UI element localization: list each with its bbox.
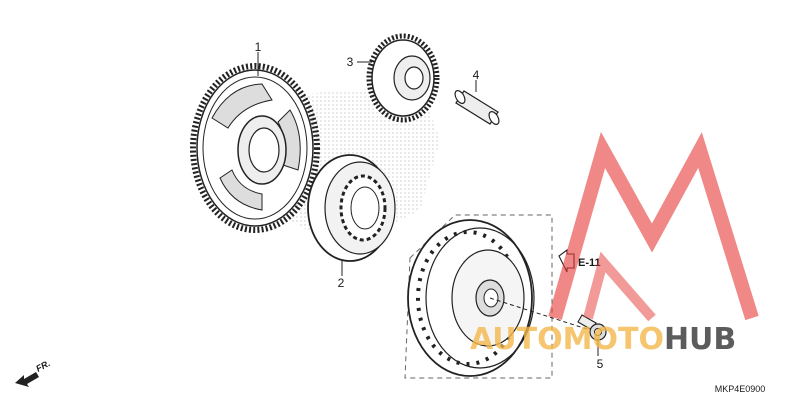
watermark-brand-primary: AUTOMOTO (470, 322, 664, 357)
driven-gear (190, 63, 320, 233)
callout-part-2: 2 (338, 276, 345, 290)
assembly-outline (404, 214, 553, 379)
callout-part-3: 3 (347, 55, 354, 69)
idle-gear (366, 33, 440, 123)
diagram-code: MKP4E0900 (715, 384, 766, 394)
callout-part-4: 4 (473, 68, 480, 82)
front-direction-label: FR. (34, 358, 51, 374)
idle-gear-shaft (454, 90, 500, 125)
clutch-bolt (577, 314, 607, 341)
reference-tag-label: E-11 (578, 257, 601, 269)
leader-lines (257, 52, 599, 356)
front-direction-indicator: FR. (15, 358, 52, 387)
callout-part-5: 5 (597, 357, 604, 371)
watermark-brand-secondary: HUB (664, 322, 736, 357)
svg-text:AUTOMOTOHUB: AUTOMOTOHUB (470, 322, 736, 357)
front-arrow-icon (15, 372, 39, 387)
watermark: AUTOMOTOHUB (470, 131, 759, 357)
starter-clutch (307, 154, 396, 262)
callout-part-1: 1 (255, 40, 262, 54)
starter-clutch-outer (407, 219, 535, 377)
watermark-logo-icon (548, 131, 759, 322)
